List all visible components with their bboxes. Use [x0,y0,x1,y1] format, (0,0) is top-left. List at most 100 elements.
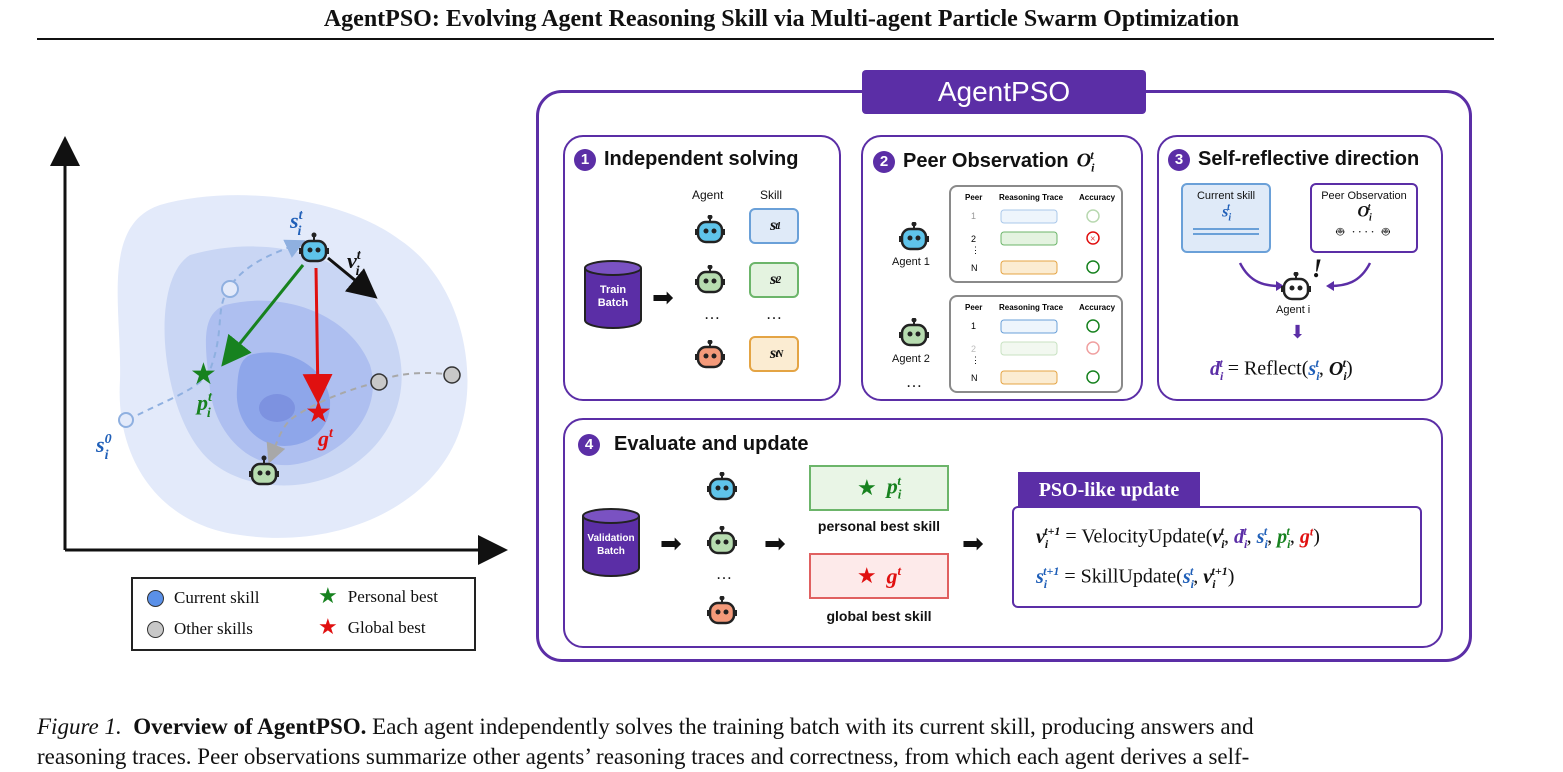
svg-text:2: 2 [971,344,976,354]
trace-table-1: Peer Reasoning Trace Accuracy 1 2 × ⋮ N [949,185,1123,283]
frame-title: AgentPSO [862,70,1146,114]
current-agent-robot [299,232,329,263]
contour-5 [259,394,295,422]
personal-best-label: personal best skill [817,518,941,534]
ellipsis: … [716,566,732,583]
robot-blue-icon [695,215,725,244]
legend-personal: ★ Personal best [318,584,438,609]
svg-text:⋮: ⋮ [971,355,980,365]
panel3-title: 3 Self-reflective direction [1168,148,1419,171]
personal-best-star: ★ [190,357,217,392]
reflect-formula: dit = Reflect(sit, Oit) [1210,356,1353,383]
svg-text:Reasoning Trace: Reasoning Trace [999,303,1064,312]
train-batch-label: Train Batch [597,284,629,309]
initial-skill-point [118,412,134,428]
legend-other: Other skills [147,619,253,639]
personal-best-box: ★ pit [809,465,949,511]
col-agent: Agent [692,188,724,202]
svg-text:N: N [971,373,978,383]
other-skill-point-2 [443,366,461,384]
step-number: 4 [578,433,600,456]
robot-green-icon [695,265,725,294]
current-skill-card: Current skill sit [1181,183,1271,253]
agent2-label: Agent 2 [892,353,930,365]
caption-line-2: reasoning traces. Peer observations summ… [37,744,1250,769]
robot-green-icon [899,318,929,347]
label-g-t: gt [317,426,334,451]
svg-text:Accuracy: Accuracy [1079,193,1116,202]
train-batch-icon [584,260,642,329]
pso-update-title: PSO-like update [1018,472,1200,508]
exclamation-icon: ! [1312,254,1323,283]
legend: Current skill Other skills ★ Personal be… [131,577,476,651]
agent1-label: Agent 1 [892,256,930,268]
global-best-star: ★ [305,395,332,430]
down-arrow-icon: ⬇ [1290,322,1306,343]
panel4-title: 4 Evaluate and update [578,433,809,456]
svg-text:⋮: ⋮ [971,245,980,255]
robot-green-icon [707,526,737,555]
svg-text:Peer: Peer [965,303,982,312]
velocity-vector [327,256,378,299]
blue-dot-icon [147,589,164,607]
svg-text:Accuracy: Accuracy [1079,303,1116,312]
red-star-icon: ★ [318,615,338,640]
svg-text:N: N [971,263,978,273]
ellipsis: … [906,374,922,391]
step-number: 2 [873,150,895,173]
converging-arrows [1238,262,1372,291]
robot-orange-icon [695,340,725,369]
svg-text:1: 1 [971,321,976,331]
panel-self-reflective [1157,135,1443,401]
arrow-right-icon: ➡ [962,529,984,559]
green-star-icon: ★ [318,584,338,609]
ellipsis: … [766,306,782,323]
arrow-right-icon: ➡ [660,529,682,559]
validation-batch-icon [582,508,640,577]
svg-text:Peer: Peer [965,193,982,202]
svg-text:×: × [1090,234,1096,245]
agent-i-label: Agent i [1276,304,1311,316]
robot-orange-icon [707,596,737,625]
skill-equation: sit+1 = SkillUpdate(sit, vit+1) [1036,564,1235,591]
svg-text:2: 2 [971,234,976,244]
global-best-label: global best skill [826,608,932,624]
arrow-right-icon: ➡ [652,283,674,313]
gray-dot-icon [147,620,164,638]
paper-title: AgentPSO: Evolving Agent Reasoning Skill… [323,6,1240,32]
legend-current: Current skill [147,588,259,608]
peer-observation-card: Peer Observation Oit 🤖︎ ···· 🤖︎ [1310,183,1418,253]
figure-caption: Figure 1. Overview of AgentPSO. Each age… [37,712,1527,772]
col-skill: Skill [760,188,783,202]
robot-white-icon [1281,272,1311,301]
panel2-title: 2 Peer Observation Oit [873,148,1094,176]
ellipsis: … [704,306,720,323]
red-star-icon: ★ [856,563,877,589]
velocity-equation: vit+1 = VelocityUpdate(vit, dit, sit, pi… [1036,524,1320,551]
robot-blue-icon [707,472,737,501]
global-best-box: ★ gt [809,553,949,599]
pso-update-box [1012,506,1422,608]
prev-skill-point [221,280,239,298]
title-rule [37,38,1494,40]
trace-table-2: Peer Reasoning Trace Accuracy 1 2 ⋮ N [949,295,1123,393]
legend-global: ★ Global best [318,615,426,640]
vector-to-personal-best [221,264,305,367]
other-agent-robot [249,455,279,486]
other-skill-point-1 [370,373,388,391]
step-number: 1 [574,148,596,171]
caption-line-1: Figure 1. Overview of AgentPSO. Each age… [37,714,1254,739]
svg-text:Reasoning Trace: Reasoning Trace [999,193,1064,202]
green-star-icon: ★ [857,475,877,501]
arrow-right-icon: ➡ [764,529,786,559]
vector-to-global-best [302,267,333,404]
panel1-title: 1 Independent solving [574,148,798,171]
